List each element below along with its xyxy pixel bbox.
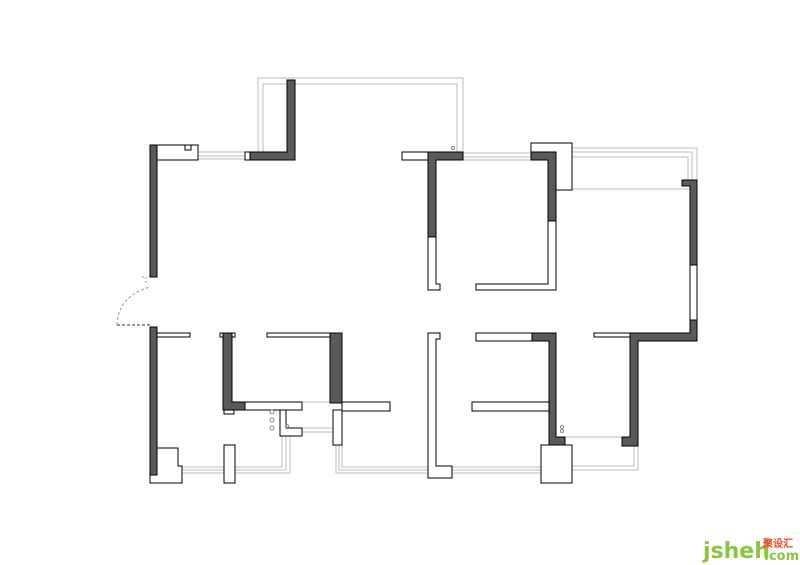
partition-walls — [149, 142, 698, 484]
wall-stub — [156, 332, 191, 338]
bottom-right-balcony — [572, 446, 639, 471]
wall-right-upper — [681, 179, 698, 266]
wall-stub — [223, 409, 235, 415]
pipe-icon — [269, 417, 275, 423]
wall-stub — [223, 444, 236, 484]
wall-l-shape — [222, 332, 246, 411]
door-stop — [142, 276, 147, 285]
wall-partition — [341, 401, 391, 412]
wall-column — [329, 332, 343, 404]
pipe-icon — [560, 429, 564, 433]
wall-stub — [475, 332, 533, 342]
wall-partition — [471, 401, 550, 412]
logo-jsheh: jsheh — [702, 539, 770, 564]
logo-com: .com — [764, 549, 799, 564]
entry-door — [116, 276, 151, 326]
pipe-icon — [451, 146, 455, 150]
wall-right-lower — [621, 319, 698, 447]
wall-top-left-stub — [156, 144, 199, 161]
fixtures — [269, 146, 564, 433]
bottom-middle-balcony — [335, 445, 428, 474]
top-balcony-outline — [257, 77, 464, 160]
door-swing-arc — [116, 286, 151, 326]
pipe-icon — [560, 425, 564, 429]
top-balcony-inner — [262, 83, 458, 156]
window-top-middle — [463, 152, 531, 161]
wall-room-top-right — [530, 151, 557, 222]
right-balcony-outline — [572, 147, 698, 180]
bottom-left-balcony — [183, 435, 291, 474]
logo: jsheh .com 聚设汇 — [702, 537, 799, 564]
logo-chinese: 聚设汇 — [762, 537, 793, 550]
wall-room-top-left — [427, 151, 464, 238]
wall-stub — [332, 409, 343, 446]
wall-stub — [593, 332, 631, 338]
wall-right-window — [689, 264, 698, 321]
wall-partition — [244, 401, 303, 411]
wall-lower-middle — [531, 332, 566, 446]
wall-center-lower — [427, 332, 453, 479]
wall-room-left-lower — [427, 236, 441, 291]
wall-left-upper — [149, 144, 158, 278]
window-bottom-middle — [452, 466, 541, 474]
wall-t-shape — [279, 409, 303, 437]
wall-top-l — [249, 79, 296, 161]
pipe-icon — [269, 425, 275, 431]
wall-stub — [266, 332, 331, 338]
pipe-icon — [269, 409, 275, 415]
window-top-left — [198, 151, 248, 160]
wall-stub — [244, 151, 251, 161]
structural-walls — [149, 79, 698, 476]
balcony-lines — [183, 77, 698, 474]
wall-left-lower — [149, 326, 158, 476]
wall-bottom-right-box — [540, 444, 573, 484]
wall-room-right — [475, 220, 557, 291]
wall-stub — [401, 151, 429, 161]
window-bottom-small — [302, 427, 333, 433]
pipe-icon — [285, 424, 289, 428]
